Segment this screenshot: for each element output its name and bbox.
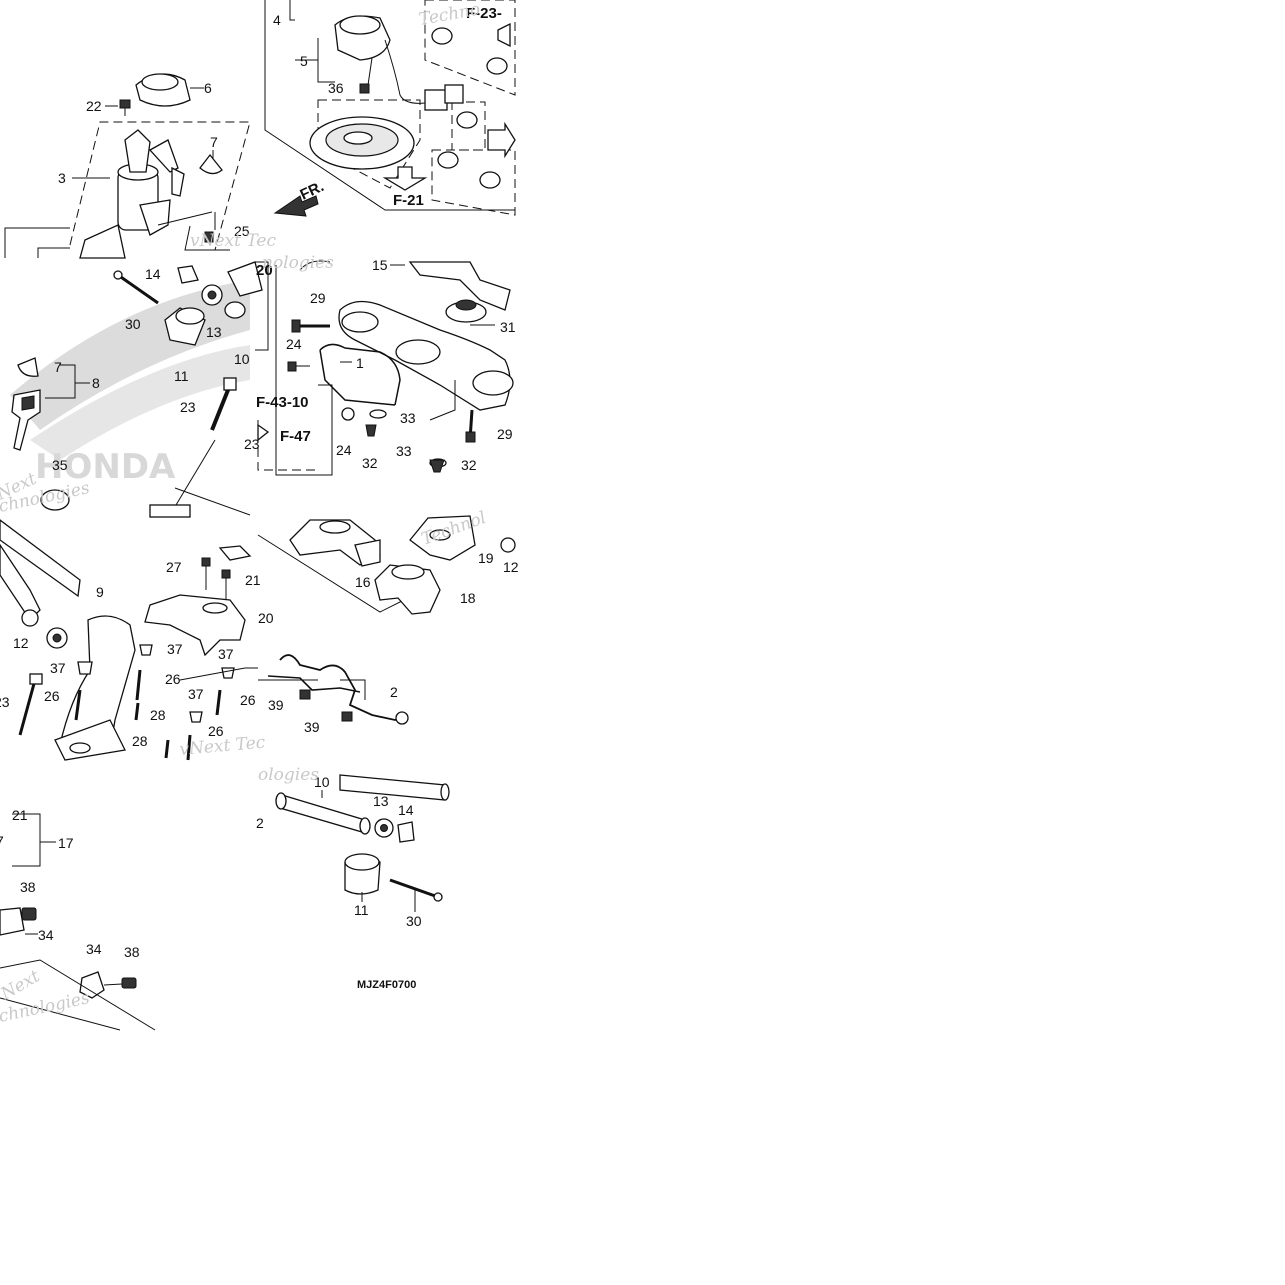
- tile-ignition-switch: 6 22 3 7 25 vNext Tec: [4, 73, 276, 259]
- callout-20: 20: [256, 262, 273, 279]
- callout-37: 37: [50, 660, 66, 676]
- diagram-code: MJZ4F0700: [357, 979, 416, 991]
- callout-13: 13: [206, 324, 222, 340]
- callout-35: 35: [52, 457, 68, 473]
- callout-19: 19: [478, 550, 494, 566]
- callout-22: 22: [86, 98, 102, 114]
- callout-26: 26: [165, 671, 181, 687]
- callout-34: 34: [86, 941, 102, 957]
- tile-keys-shaft: HONDA 14 30 13 10 11 7 8: [0, 261, 273, 518]
- tile-handlebar-cover: 9 12 27 21 20 37 37 37 37 26 26 26 26 28…: [0, 519, 274, 761]
- callout-15: 15: [372, 257, 388, 273]
- ref-f23: F-23-: [466, 5, 502, 22]
- callout-24: 24: [286, 336, 302, 352]
- callout-26: 26: [240, 692, 256, 708]
- key-tip: [199, 153, 223, 175]
- callout-5: 5: [300, 53, 308, 69]
- callout-11: 11: [354, 902, 369, 918]
- callout-2: 2: [256, 815, 264, 831]
- tile-top-bridge: 15 29 24 1 31 33 24 32 33 32 29 23 F-43-…: [244, 253, 516, 476]
- front-arrow-icon: [273, 195, 319, 217]
- callout-21: 21: [245, 572, 261, 588]
- callout-26: 26: [44, 688, 60, 704]
- callout-18: 18: [460, 590, 476, 606]
- tile-switch-fuel-cap: FR. 4 5 36 F-21 F-23- Techno: [264, 0, 516, 217]
- callout-11: 11: [174, 368, 189, 384]
- callout-8: 8: [92, 375, 100, 391]
- callout-7: 7: [0, 833, 4, 849]
- tile-pipe-assembly: 10 13 14 11 30 2 MJZ4F0700 ologies: [256, 765, 450, 991]
- callout-10: 10: [234, 351, 250, 367]
- callout-38: 38: [20, 879, 36, 895]
- callout-1: 1: [356, 355, 364, 371]
- callout-21: 21: [12, 807, 28, 823]
- callout-37: 37: [188, 686, 204, 702]
- ref-f47: F-47: [280, 428, 311, 445]
- callout-32: 32: [362, 455, 378, 471]
- callout-3: 3: [58, 170, 66, 186]
- callout-32: 32: [461, 457, 477, 473]
- ref-f43-10: F-43-10: [256, 394, 309, 411]
- callout-14: 14: [145, 266, 161, 282]
- svg-text:ologies: ologies: [258, 765, 319, 785]
- callout-36: 36: [328, 80, 344, 96]
- screw-icon: [119, 99, 131, 109]
- callout-33: 33: [400, 410, 416, 426]
- callout-20: 20: [258, 610, 274, 626]
- callout-24: 24: [336, 442, 352, 458]
- callout-2: 2: [390, 684, 398, 700]
- callout-26: 26: [208, 723, 224, 739]
- callout-25: 25: [234, 223, 250, 239]
- callout-23: 23: [244, 436, 260, 452]
- key-tip: [17, 357, 39, 377]
- callout-23: 23: [180, 399, 196, 415]
- svg-text:nologies: nologies: [262, 253, 334, 273]
- callout-29: 29: [497, 426, 513, 442]
- callout-17: 17: [58, 835, 74, 851]
- callout-28: 28: [132, 733, 148, 749]
- callout-37: 37: [167, 641, 183, 657]
- callout-37: 37: [218, 646, 234, 662]
- callout-33: 33: [396, 443, 412, 459]
- callout-30: 30: [125, 316, 141, 332]
- svg-text:HONDA: HONDA: [35, 447, 176, 487]
- callout-14: 14: [398, 802, 414, 818]
- callout-29: 29: [310, 290, 326, 306]
- callout-6: 6: [204, 80, 212, 96]
- callout-39: 39: [268, 697, 284, 713]
- callout-4: 4: [273, 12, 281, 28]
- callout-39: 39: [304, 719, 320, 735]
- callout-34: 34: [38, 927, 54, 943]
- callout-13: 13: [373, 793, 389, 809]
- ref-f21: F-21: [393, 192, 424, 209]
- callout-28: 28: [150, 707, 166, 723]
- callout-23: 23: [0, 694, 10, 710]
- callout-30: 30: [406, 913, 422, 929]
- callout-12: 12: [13, 635, 29, 651]
- callout-12: 12: [503, 559, 519, 575]
- callout-9: 9: [96, 584, 104, 600]
- switch-mount: [79, 971, 105, 999]
- callout-10: 10: [314, 774, 330, 790]
- callout-31: 31: [500, 319, 516, 335]
- callout-38: 38: [124, 944, 140, 960]
- callout-16: 16: [355, 574, 371, 590]
- callout-7: 7: [54, 359, 62, 375]
- callout-7: 7: [210, 134, 218, 150]
- callout-27: 27: [166, 559, 182, 575]
- svg-text:vNext Tec: vNext Tec: [190, 231, 276, 251]
